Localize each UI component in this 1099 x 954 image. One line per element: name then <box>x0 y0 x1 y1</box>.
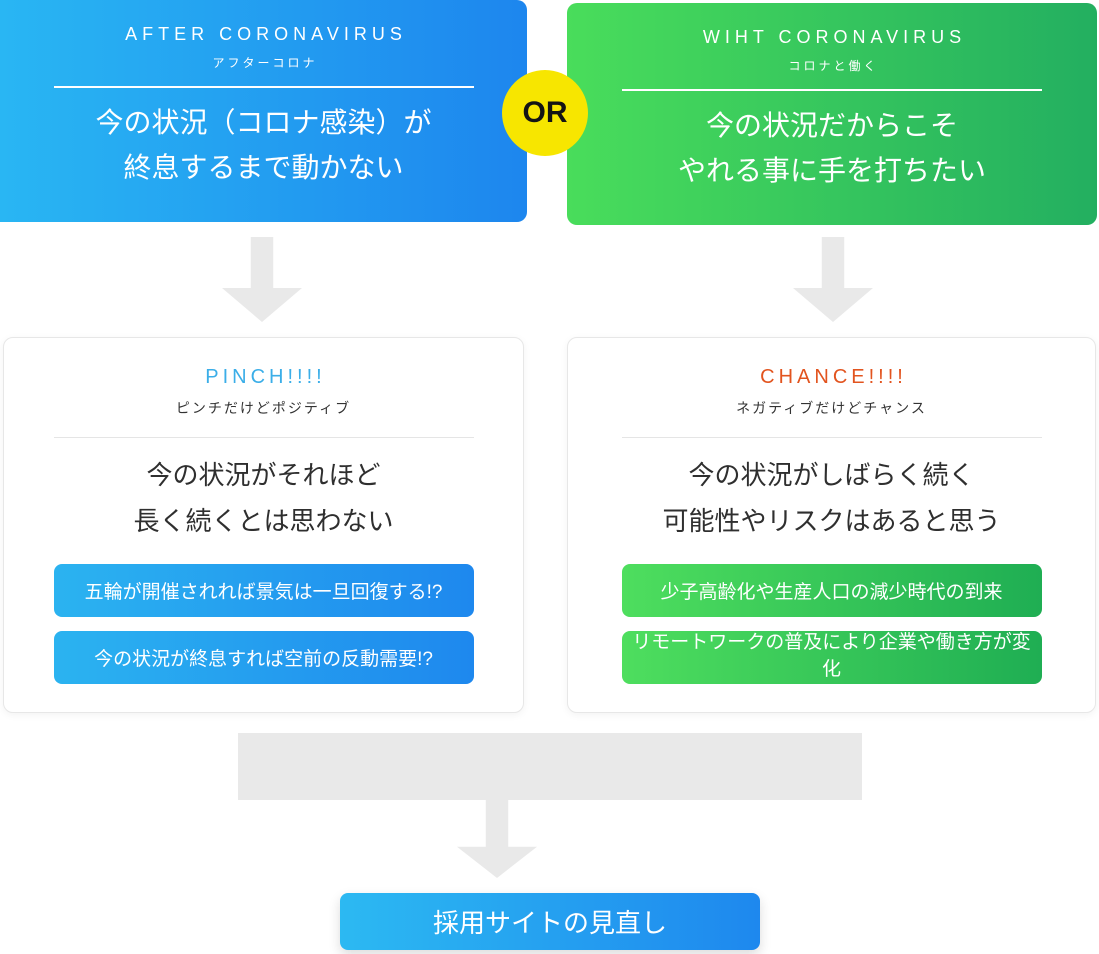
down-arrow-icon <box>793 237 873 322</box>
after-coronavirus-title: AFTER CORONAVIRUS <box>125 24 407 44</box>
down-arrow-icon <box>457 800 537 878</box>
divider <box>53 437 474 438</box>
cta-button[interactable]: 採用サイトの見直し <box>340 893 760 950</box>
remote-work-label: リモートワークの普及により企業や働き方が変化 <box>632 632 1031 681</box>
olympics-recovery-button[interactable]: 五輪が開催されれば景気は一旦回復する!? <box>53 563 474 617</box>
chance-card: CHANCE!!!! ネガティブだけどチャンス 今の状況がしばらく続く 可能性や… <box>567 337 1096 713</box>
after-coronavirus-subtitle: アフターコロナ <box>212 56 318 70</box>
statement-line-2: やれる事に手を打ちたい <box>677 155 986 187</box>
chance-button-group: 少子高齢化や生産人口の減少時代の到来 リモートワークの普及により企業や働き方が変… <box>621 563 1042 688</box>
remote-work-button[interactable]: リモートワークの普及により企業や働き方が変化 <box>621 630 1042 688</box>
chance-heading: CHANCE!!!! <box>760 366 907 388</box>
with-coronavirus-subtitle: コロナと働く <box>788 59 879 73</box>
chance-body-line-2: 可能性やリスクはあると思う <box>662 506 1001 537</box>
statement-line-1: 今の状況（コロナ感染）が <box>95 107 432 138</box>
pinch-card: PINCH!!!! ピンチだけどポジティブ 今の状況がそれほど 長く続くとは思わ… <box>3 337 524 713</box>
chance-body-line-1: 今の状況がしばらく続く <box>688 460 975 490</box>
dotted-underline <box>635 684 1028 688</box>
after-coronavirus-statement: 今の状況（コロナ感染）が 終息するまで動かない <box>95 100 431 191</box>
pinch-body-line-2: 長く続くとは思わない <box>133 506 394 537</box>
chance-body: 今の状況がしばらく続く 可能性やリスクはあると思う <box>662 452 1000 545</box>
aging-society-button[interactable]: 少子高齢化や生産人口の減少時代の到来 <box>621 563 1042 617</box>
divider <box>621 437 1042 438</box>
statement-line-2: 終息するまで動かない <box>123 152 404 184</box>
with-coronavirus-title: WIHT CORONAVIRUS <box>702 27 967 47</box>
down-arrow-icon <box>222 237 302 322</box>
merge-band <box>238 733 862 800</box>
with-coronavirus-box: WIHT CORONAVIRUS コロナと働く 今の状況だからこそ やれる事に手… <box>567 3 1097 225</box>
statement-line-1: 今の状況だからこそ <box>705 110 958 141</box>
pinch-heading: PINCH!!!! <box>205 366 326 388</box>
pinch-button-group: 五輪が開催されれば景気は一旦回復する!? 今の状況が終息すれば空前の反動需要!? <box>53 563 474 684</box>
rebound-demand-button[interactable]: 今の状況が終息すれば空前の反動需要!? <box>53 630 474 684</box>
or-badge: OR <box>502 70 588 156</box>
chance-subheading: ネガティブだけどチャンス <box>736 400 927 416</box>
divider <box>622 89 1042 91</box>
pinch-subheading: ピンチだけどポジティブ <box>175 400 352 416</box>
after-coronavirus-box: AFTER CORONAVIRUS アフターコロナ 今の状況（コロナ感染）が 終… <box>0 0 527 222</box>
divider <box>53 86 474 88</box>
pinch-body-line-1: 今の状況がそれほど <box>146 460 381 490</box>
pinch-body: 今の状況がそれほど 長く続くとは思わない <box>133 452 393 545</box>
with-coronavirus-statement: 今の状況だからこそ やれる事に手を打ちたい <box>678 103 986 194</box>
